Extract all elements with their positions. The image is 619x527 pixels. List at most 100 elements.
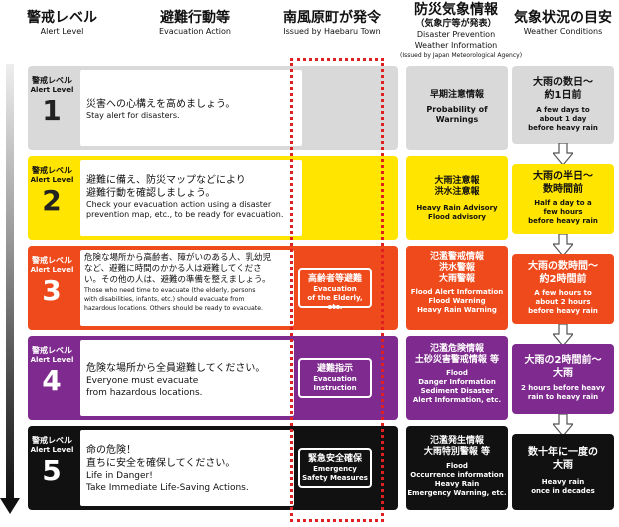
level-3-issued-badge: 高齢者等避難 Evacuation of the Elderly, etc. [298,268,372,311]
info-en: Probability of [426,105,488,114]
info-en: Danger Information [418,378,496,386]
level-label-jp: 警戒レベル [32,256,72,265]
info-jp: 早期注意情報 [429,90,484,100]
info-en: Flood Warning [428,297,486,305]
header-info-small: (Issued by Japan Meteorological Agency) [400,52,523,59]
info-en: Warnings [435,115,479,124]
level-2-label: 警戒レベル Alert Level 2 [28,156,76,240]
action-en-line: Stay alert for disasters. [86,111,180,120]
level-5-issued-badge: 緊急安全確保 Emergency Safety Measures [298,448,372,488]
weather-en: before heavy rain [528,124,598,132]
info-jp: 洪水注意報 [434,187,480,197]
header-action-jp: 避難行動等 [160,10,230,26]
action-jp-line: 避難行動を確認しましょう。 [86,188,216,199]
header-weather-en: Weather Conditions [523,27,603,36]
header-issued-jp: 南風原町が発令 [283,10,381,26]
issued-by-town-frame [290,58,384,522]
header-weather-jp: 気象状況の目安 [514,10,612,26]
weather-jp: 大雨の数日～ [533,77,593,88]
level-label-en: Alert Level [30,446,74,454]
header-weather-conditions: 気象状況の目安 Weather Conditions [510,2,616,37]
weather-jp: 数十年に一度の [528,447,598,458]
action-jp-line: 危険な場所から高齢者、障がいのある人、乳幼児 [84,253,272,263]
weather-jp: 約1日前 [544,90,582,101]
level-label-en: Alert Level [30,176,74,184]
down-arrow-icon [553,324,573,346]
issued-jp: 緊急安全確保 [307,454,362,464]
level-4-row: 警戒レベル Alert Level 4 危険な場所から全員避難してください。 E… [28,336,398,420]
issued-en: of the Elderly, etc. [307,294,363,311]
header-level-jp: 警戒レベル [27,10,97,26]
info-jp: 土砂災害警戒情報 等 [414,355,500,365]
action-jp-line: 命の危険！ [86,445,136,456]
level-number: 5 [42,454,62,487]
level-3-label: 警戒レベル Alert Level 3 [28,246,76,330]
action-en-line: Check your evacuation action using a dis… [86,200,272,209]
level-3-action: 危険な場所から高齢者、障がいのある人、乳幼児 など、避難に時間のかかる人は避難し… [80,250,294,326]
info-en: Emergency Warning, etc. [407,489,507,497]
header-issued-en: Issued by Haebaru Town [283,27,381,36]
info-en: Heavy Rain Advisory [416,204,498,212]
severity-arrow-bar [6,64,14,500]
header-weather-info: 防災気象情報 （気象庁等が発表） Disaster Prevention Wea… [400,2,523,60]
weather-en: about 1 day [539,115,587,123]
level-number: 2 [42,184,62,217]
action-jp-line: 危険な場所から全員避難してください。 [86,363,266,374]
level-4-weather-info: 氾濫危険情報 土砂災害警戒情報 等 Flood Danger Informati… [406,336,508,420]
level-5-label: 警戒レベル Alert Level 5 [28,426,76,510]
level-3-weather-info: 氾濫警戒情報 洪水警報 大雨警報 Flood Alert Information… [406,246,508,330]
info-jp: 氾濫警戒情報 [429,252,484,262]
level-label-en: Alert Level [30,86,74,94]
weather-jp: 大雨 [553,460,573,471]
level-1-row: 警戒レベル Alert Level 1 災害への心構えを高めましょう。 Stay… [28,66,398,150]
issued-en: Evacuation [313,285,357,293]
level-3-weather-conditions: 大雨の数時間～ 約2時間前 A few hours to about 2 hou… [512,254,614,324]
level-number: 3 [42,274,62,307]
action-en-line: Take Immediate Life-Saving Actions. [86,483,249,493]
weather-jp: 約2時間前 [539,274,587,285]
action-jp-line: など、避難に時間のかかる人は避難してくださ [84,264,262,274]
weather-jp: 大雨 [553,368,573,379]
issued-jp: 避難指示 [316,364,353,374]
info-jp: 氾濫発生情報 [429,436,484,446]
level-label-jp: 警戒レベル [32,346,72,355]
header-info-en1: Disaster Prevention [416,30,496,39]
info-en: Sediment Disaster [420,387,494,395]
weather-en: A few days to [536,106,590,114]
level-label-jp: 警戒レベル [32,166,72,175]
issued-jp: 高齢者等避難 [307,274,362,284]
weather-en: once in decades [531,487,595,495]
info-en: Flood [446,462,468,470]
action-en-line: with disabilities, infants, etc.) should… [84,296,245,303]
action-en-line: hazardous locations. Others should be re… [84,305,263,312]
level-2-weather-info: 大雨注意報 洪水注意報 Heavy Rain Advisory Flood ad… [406,156,508,240]
weather-en: A few hours to [534,289,592,297]
action-en-line: prevention map, etc., to be ready for ev… [86,210,284,219]
level-4-weather-conditions: 大雨の2時間前～ 大雨 2 hours before heavy rain to… [512,344,614,414]
level-label-jp: 警戒レベル [32,436,72,445]
action-jp-line: 直ちに安全を確保してください。 [86,458,236,469]
header-alert-level: 警戒レベル Alert Level [26,2,98,37]
action-en-line: Life in Danger! [86,471,153,481]
info-en: Flood Alert Information [410,288,504,296]
info-jp: 大雨特別警報 等 [423,447,491,457]
down-arrow-icon [553,143,573,165]
action-jp-line: 避難に備え、防災マップなどにより [86,175,246,186]
info-en: Heavy Rain Warning [417,306,497,314]
header-info-en2: Weather Information [414,41,498,50]
level-label-en: Alert Level [30,356,74,364]
severity-arrow-head-icon [0,498,20,514]
info-en: Flood [446,369,468,377]
level-5-action: 命の危険！ 直ちに安全を確保してください。 Life in Danger! Ta… [80,430,294,506]
weather-en: before heavy rain [528,217,598,225]
weather-en: Half a day to a [534,199,592,207]
level-label-jp: 警戒レベル [32,76,72,85]
header-issued: 南風原町が発令 Issued by Haebaru Town [276,2,388,37]
level-2-weather-conditions: 大雨の半日～ 数時間前 Half a day to a few hours be… [512,164,614,234]
level-4-issued-badge: 避難指示 Evacuation Instruction [298,358,372,398]
level-3-row: 警戒レベル Alert Level 3 危険な場所から高齢者、障がいのある人、乳… [28,246,398,330]
weather-jp: 数時間前 [543,184,583,195]
action-jp-line: い。その他の人は、避難の準備を整えましょう。 [84,275,271,285]
weather-en: few hours [543,208,583,216]
weather-jp: 大雨の2時間前～ [524,355,602,366]
